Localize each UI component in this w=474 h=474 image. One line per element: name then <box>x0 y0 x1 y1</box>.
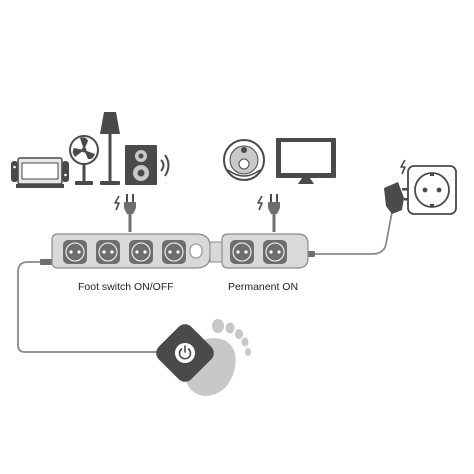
socket <box>230 240 254 264</box>
socket <box>129 240 153 264</box>
robot-vacuum-icon <box>223 139 265 181</box>
plug-icon <box>124 194 136 232</box>
socket <box>263 240 287 264</box>
television-icon <box>276 138 336 184</box>
power-icon <box>178 345 192 360</box>
socket <box>162 240 186 264</box>
foot-switch[interactable] <box>152 320 217 385</box>
fan-icon <box>69 135 99 185</box>
speaker-icon <box>125 145 170 185</box>
permanent-on-label: Permanent ON <box>228 281 299 293</box>
cable-sleeve <box>40 259 52 265</box>
plug-icon <box>268 194 280 232</box>
lightning-icon <box>114 195 120 211</box>
foot-switch-label: Foot switch ON/OFF <box>78 281 174 293</box>
socket <box>96 240 120 264</box>
socket <box>63 240 87 264</box>
lightning-icon <box>400 159 406 175</box>
wall-socket-icon <box>407 165 457 215</box>
game-console-icon <box>11 157 69 188</box>
cable <box>17 211 393 353</box>
floor-lamp-icon <box>100 112 120 185</box>
lightning-icon <box>257 195 263 211</box>
